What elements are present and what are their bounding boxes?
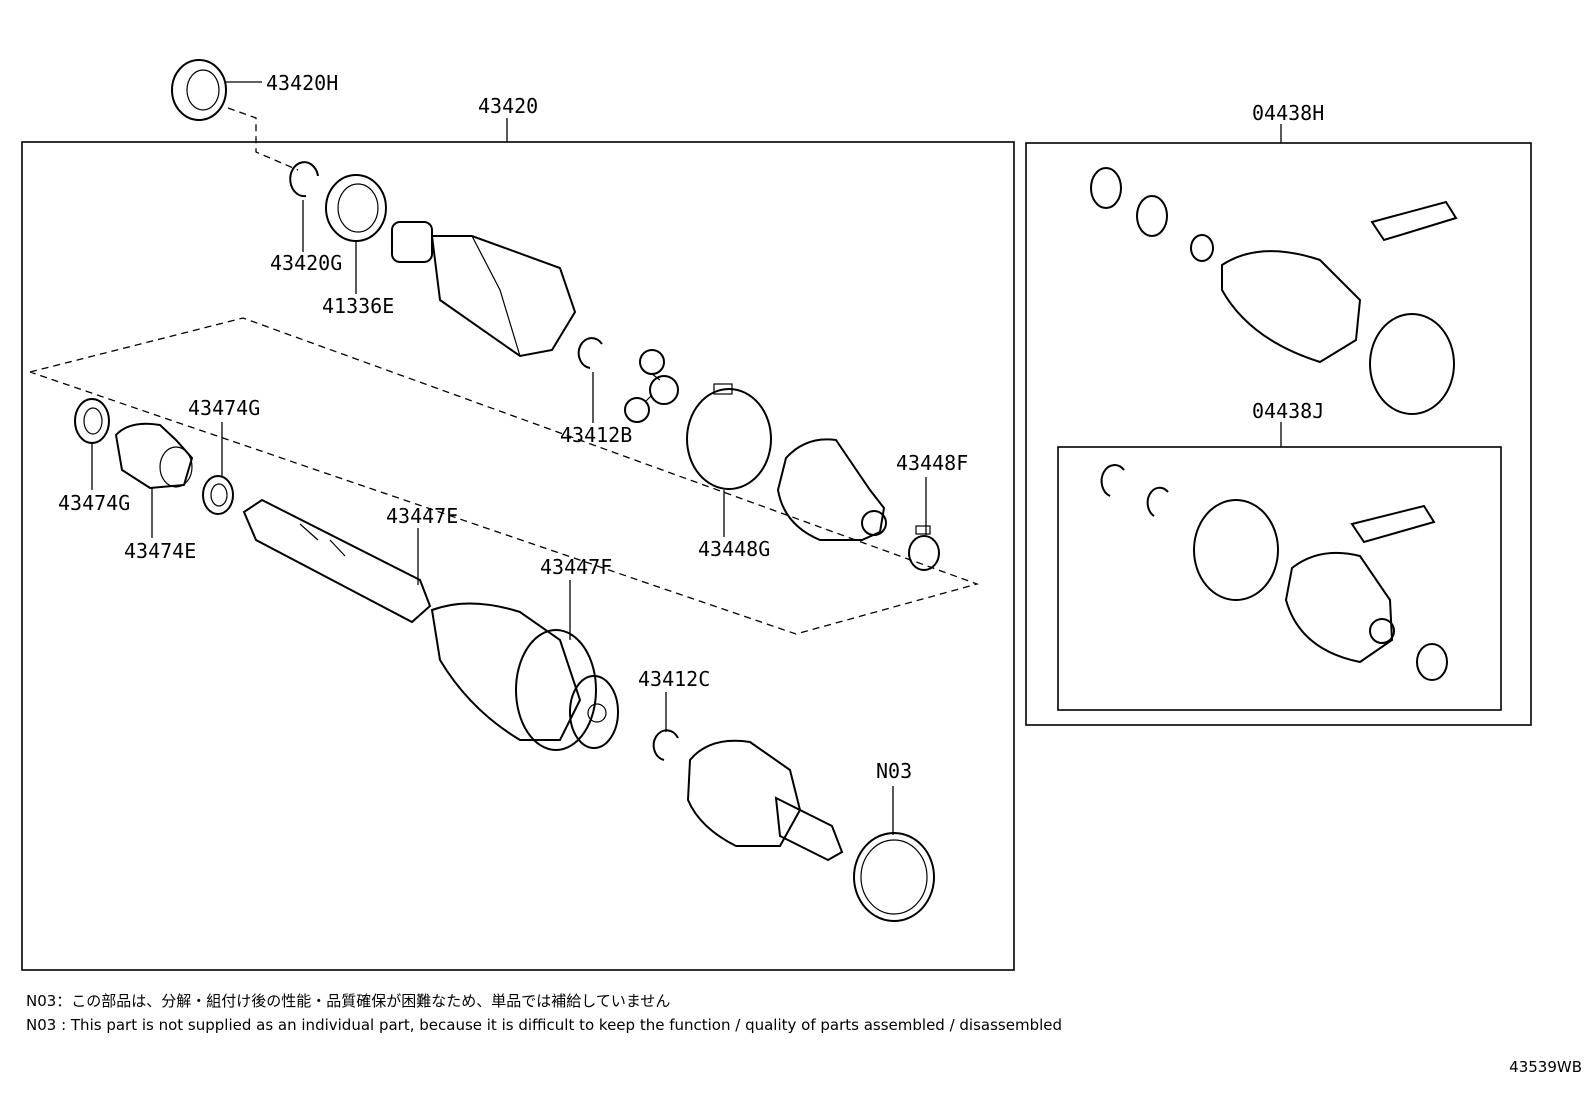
note-japanese: N03：この部品は、分解・組付け後の性能・品質確保が困難なため、単品では補給して… [26, 992, 671, 1010]
part-43420G-snap-ring [289, 161, 319, 198]
label-43474G-left: 43474G [58, 491, 130, 515]
label-43447E: 43447E [386, 504, 458, 528]
part-inboard-boot [776, 438, 887, 541]
part-43474G-nut-right [202, 475, 234, 515]
boot-kit-frame-04438H [1025, 142, 1532, 726]
part-43474E-bearing [114, 422, 194, 490]
part-43447F-outboard-boot [430, 602, 597, 751]
label-04438J: 04438J [1252, 399, 1324, 423]
label-43447F: 43447F [540, 555, 612, 579]
part-cv-cage [569, 675, 619, 749]
part-tripod-joint [624, 349, 679, 423]
seal-dashed-link [227, 107, 299, 171]
part-43474G-nut-left [74, 398, 110, 444]
assembly-frame-43420 [21, 141, 1015, 971]
label-43412B: 43412B [560, 423, 632, 447]
label-43420H: 43420H [266, 71, 338, 95]
note-english: N03 : This part is not supplied as an in… [26, 1016, 1063, 1034]
part-N03-o-ring [853, 832, 935, 922]
part-43412C-snap-ring [652, 729, 679, 761]
part-43420H-seal [171, 59, 227, 121]
part-drive-shaft [242, 498, 432, 624]
label-43420: 43420 [478, 94, 538, 118]
part-43448F-small-clamp [908, 525, 940, 571]
part-43412B-snap-ring [577, 337, 603, 369]
document-code: 43539WB [1509, 1058, 1582, 1076]
part-43448G-boot-clamp [686, 383, 772, 490]
label-43474G-top: 43474G [188, 396, 260, 420]
boot-kit-frame-04438J [1057, 446, 1502, 711]
label-43412C: 43412C [638, 667, 710, 691]
kit-04438J-parts [1100, 464, 1448, 681]
subassembly-dashed-outline [29, 317, 980, 635]
label-43420G: 43420G [270, 251, 342, 275]
part-41336E-ring [325, 174, 387, 242]
label-41336E: 41336E [322, 294, 394, 318]
label-43474E: 43474E [124, 539, 196, 563]
label-43448F: 43448F [896, 451, 968, 475]
label-04438H: 04438H [1252, 101, 1324, 125]
label-N03: N03 [876, 759, 912, 783]
label-43448G: 43448G [698, 537, 770, 561]
part-inboard-joint-housing [391, 221, 577, 358]
part-outboard-joint [686, 739, 844, 862]
kit-04438H-parts [1090, 167, 1458, 415]
